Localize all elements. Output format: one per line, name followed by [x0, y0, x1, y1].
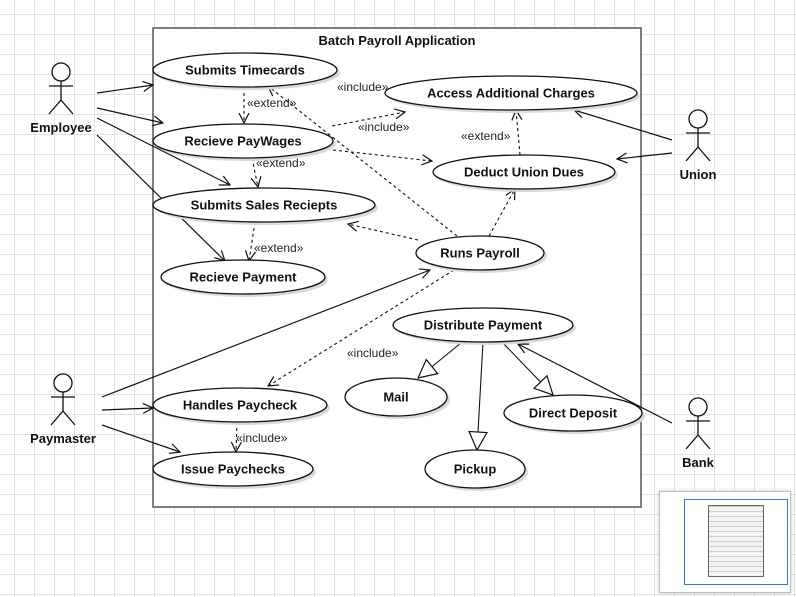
use-case-label: Submits Timecards [185, 63, 305, 78]
dependency-deduct-union-dues-access-additional-charges[interactable] [516, 110, 520, 156]
association-employee-submits-timecards[interactable] [96, 85, 153, 94]
minimap-diagram-preview [708, 505, 764, 577]
use-case-label: Direct Deposit [529, 406, 618, 421]
actor-name: Union [680, 167, 717, 182]
use-case-direct-deposit[interactable]: Direct Deposit [503, 394, 645, 434]
use-case-access-additional-charges[interactable]: Access Additional Charges [384, 75, 640, 113]
use-case-issue-paychecks[interactable]: Issue Paychecks [152, 451, 316, 489]
dependency-recieve-paywages-access-additional-charges[interactable] [331, 112, 405, 127]
use-case-label: Recieve Payment [190, 270, 298, 285]
use-case-submits-sales-reciepts[interactable]: Submits Sales Reciepts [152, 187, 378, 225]
use-case-submits-timecards[interactable]: Submits Timecards [152, 52, 340, 90]
use-case-deduct-union-dues[interactable]: Deduct Union Dues [432, 154, 618, 192]
actor-head [53, 373, 73, 393]
use-case-label: Mail [383, 390, 408, 405]
dependency-runs-payroll-submits-timecards[interactable] [268, 86, 458, 237]
use-case-ellipse [432, 154, 616, 190]
use-case-ellipse [152, 52, 338, 88]
actor-head [51, 62, 71, 82]
use-case-label: Distribute Payment [424, 318, 543, 333]
use-case-label: Pickup [454, 462, 497, 477]
association-paymaster-issue-paychecks[interactable] [101, 424, 180, 452]
actor-right-leg [697, 146, 711, 162]
actor-name: Paymaster [30, 431, 96, 446]
actor-left-leg [685, 146, 699, 162]
use-case-ellipse [392, 307, 574, 343]
use-case-distribute-payment[interactable]: Distribute Payment [392, 307, 576, 345]
use-case-label: Issue Paychecks [181, 462, 285, 477]
dependency-label: «extend» [247, 96, 297, 110]
association-union-access-additional-charges[interactable] [574, 110, 673, 141]
association-union-deduct-union-dues[interactable] [617, 152, 673, 159]
generalization-mail-distribute-payment[interactable] [418, 342, 462, 378]
actor-right-leg [60, 99, 74, 115]
actor-head [688, 109, 708, 129]
association-employee-submits-sales-reciepts[interactable] [96, 117, 230, 185]
dependency-label: «extend» [461, 129, 511, 143]
use-case-label: Handles Paycheck [183, 398, 298, 413]
dependency-label: «include» [347, 346, 399, 360]
system-title: Batch Payroll Application [319, 33, 476, 48]
use-case-ellipse [152, 387, 328, 423]
dependency-recieve-paywages-deduct-union-dues[interactable] [332, 149, 432, 161]
use-case-label: Submits Sales Reciepts [191, 198, 338, 213]
actor-paymaster[interactable]: Paymaster [30, 373, 96, 446]
use-case-runs-payroll[interactable]: Runs Payroll [415, 235, 547, 273]
actor-left-leg [48, 99, 62, 115]
actor-left-leg [685, 434, 699, 450]
actor-right-leg [62, 410, 76, 426]
use-case-ellipse [344, 377, 448, 417]
dependency-label: «include» [358, 120, 410, 134]
actor-union[interactable]: Union [680, 109, 717, 182]
use-case-ellipse [160, 259, 326, 295]
dependency-submits-sales-reciepts-recieve-payment[interactable] [249, 221, 255, 261]
use-case-ellipse [415, 235, 545, 271]
actor-right-leg [697, 434, 711, 450]
actor-left-leg [50, 410, 64, 426]
use-case-label: Recieve PayWages [184, 134, 301, 149]
use-case-ellipse [152, 187, 376, 223]
use-case-handles-paycheck[interactable]: Handles Paycheck [152, 387, 330, 425]
actor-employee[interactable]: Employee [30, 62, 92, 135]
use-case-ellipse [152, 451, 314, 487]
use-case-ellipse [424, 449, 526, 489]
use-case-ellipse [152, 123, 334, 159]
use-case-recieve-payment[interactable]: Recieve Payment [160, 259, 328, 297]
use-case-label: Runs Payroll [440, 246, 519, 261]
dependency-runs-payroll-deduct-union-dues[interactable] [488, 189, 515, 237]
actor-bank[interactable]: Bank [682, 397, 715, 470]
actor-name: Employee [30, 120, 91, 135]
generalization-pickup-distribute-payment[interactable] [477, 341, 483, 450]
dependency-label: «extend» [254, 241, 304, 255]
association-employee-recieve-paywages[interactable] [96, 107, 163, 123]
association-bank-distribute-payment[interactable] [518, 344, 673, 424]
dependency-label: «include» [236, 431, 288, 445]
use-case-ellipse [503, 394, 643, 432]
use-case-label: Deduct Union Dues [464, 165, 584, 180]
edges-layer: «extend»«extend»«extend»«include»«extend… [96, 80, 673, 452]
use-case-ellipse [384, 75, 638, 111]
association-paymaster-runs-payroll[interactable] [101, 270, 430, 398]
generalization-direct-deposit-distribute-payment[interactable] [501, 341, 553, 395]
use-case-label: Access Additional Charges [427, 86, 595, 101]
association-paymaster-handles-paycheck[interactable] [101, 408, 153, 410]
actor-name: Bank [682, 455, 715, 470]
overview-minimap[interactable] [659, 491, 791, 593]
use-case-mail[interactable]: Mail [344, 377, 450, 419]
dependency-recieve-paywages-submits-sales-reciepts[interactable] [252, 157, 258, 187]
dependency-runs-payroll-handles-paycheck[interactable] [268, 269, 455, 386]
actor-head [688, 397, 708, 417]
use-case-recieve-paywages[interactable]: Recieve PayWages [152, 123, 336, 161]
dependency-handles-paycheck-issue-paychecks[interactable] [236, 421, 237, 452]
use-case-pickup[interactable]: Pickup [424, 449, 528, 491]
dependency-label: «include» [337, 80, 389, 94]
minimap-viewport[interactable] [684, 499, 788, 585]
